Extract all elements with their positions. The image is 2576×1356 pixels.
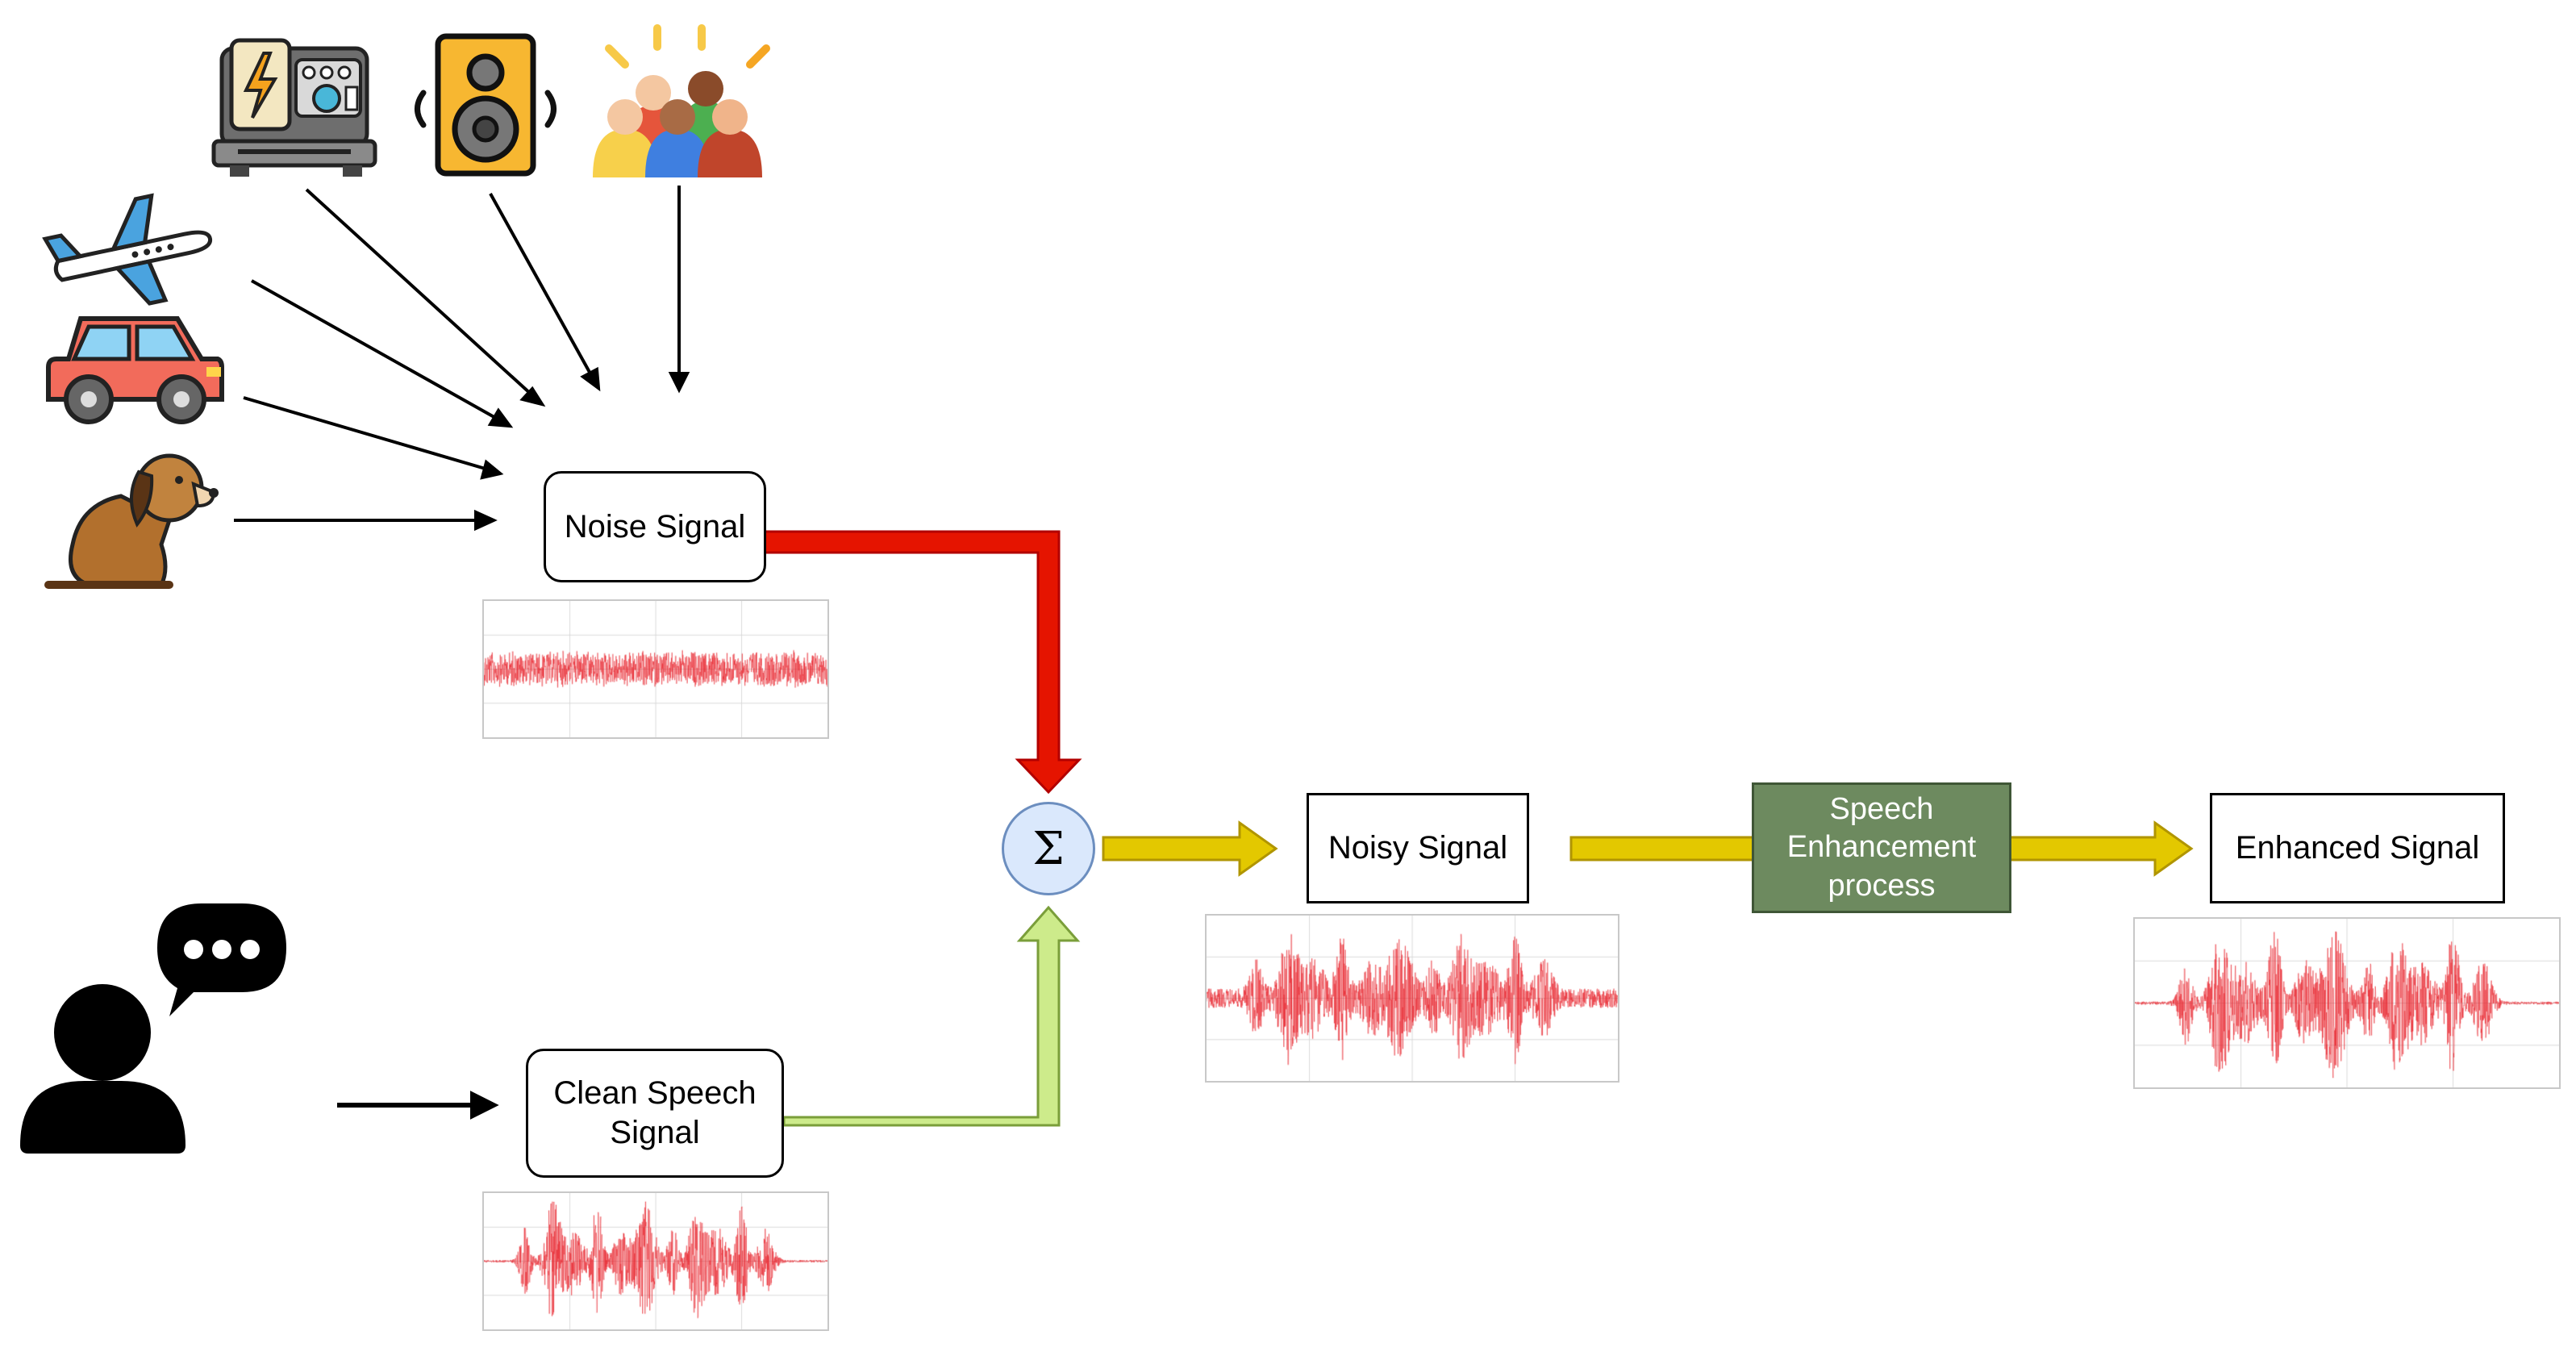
car-icon bbox=[46, 316, 224, 424]
process-to-enhanced-arrow bbox=[2008, 820, 2194, 877]
sum-to-noisy-arrow bbox=[1102, 820, 1278, 877]
speech-to-sum-arrow bbox=[782, 905, 1081, 1127]
enhanced-signal-box: Enhanced Signal bbox=[2210, 793, 2505, 903]
clean-speech-waveform bbox=[482, 1191, 829, 1331]
noise-source-arrows bbox=[234, 186, 690, 532]
airplane-icon bbox=[42, 193, 213, 306]
clean-speech-label: Clean Speech Signal bbox=[553, 1075, 757, 1150]
noise-waveform bbox=[482, 599, 829, 739]
enhancement-process-box: Speech Enhancement process bbox=[1752, 782, 2011, 913]
noise-signal-box: Noise Signal bbox=[544, 471, 766, 582]
noisy-signal-box: Noisy Signal bbox=[1307, 793, 1529, 903]
summation-node: Σ bbox=[1002, 802, 1095, 895]
dog-icon bbox=[44, 453, 219, 589]
clean-speech-box: Clean Speech Signal bbox=[526, 1049, 784, 1178]
speaker-arrow bbox=[337, 1091, 499, 1120]
crowd-icon bbox=[593, 24, 770, 177]
generator-icon bbox=[211, 38, 377, 177]
noise-signal-label: Noise Signal bbox=[564, 508, 746, 544]
summation-symbol: Σ bbox=[1032, 822, 1065, 875]
noisy-to-process-arrow bbox=[1569, 836, 1755, 862]
talking-person-icon bbox=[20, 903, 286, 1154]
noisy-signal-label: Noisy Signal bbox=[1328, 830, 1508, 866]
noisy-waveform bbox=[1205, 914, 1619, 1083]
enhanced-waveform bbox=[2133, 917, 2561, 1089]
noise-to-sum-arrow bbox=[762, 530, 1082, 795]
speaker-icon bbox=[415, 33, 556, 177]
enhancement-process-label: Speech Enhancement process bbox=[1786, 791, 1977, 903]
enhanced-signal-label: Enhanced Signal bbox=[2235, 830, 2480, 866]
